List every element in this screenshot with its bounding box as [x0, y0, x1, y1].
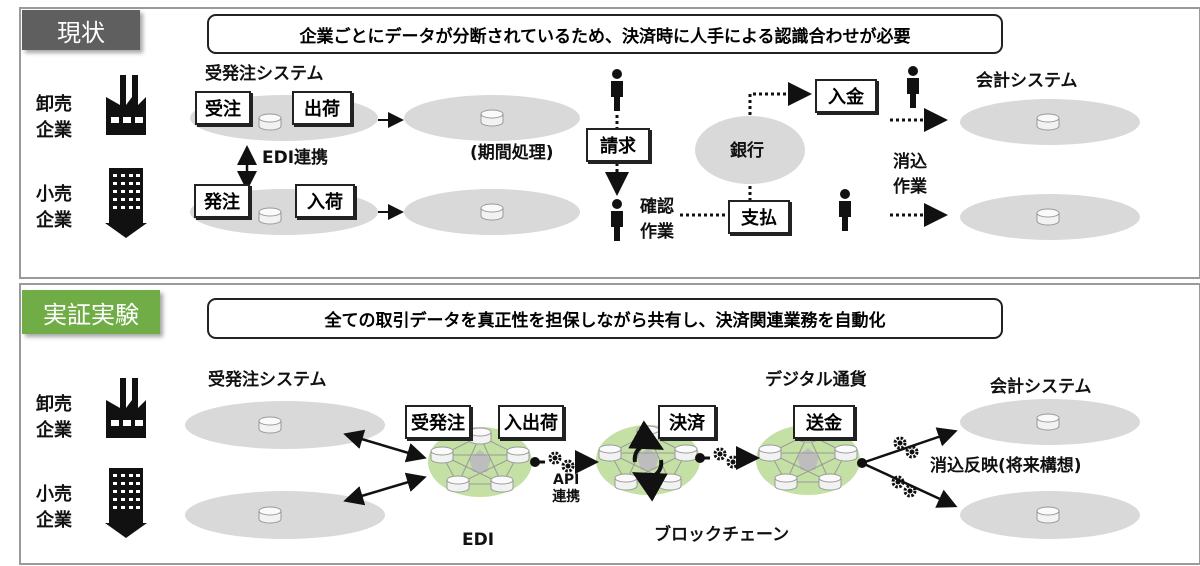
factory-icon	[106, 378, 146, 438]
order-system-label: 受発注システム	[208, 370, 327, 390]
tag-shipping: 入出荷	[498, 405, 564, 439]
bank-node	[695, 116, 805, 184]
experiment-badge: 実証実験	[22, 290, 160, 334]
tag-arrival: 入荷	[295, 184, 355, 218]
retail-label: 小売企業	[36, 484, 72, 532]
reconcile-future-label: 消込反映(将来構想)	[930, 456, 1082, 476]
digital-currency-label: デジタル通貨	[765, 370, 867, 390]
experiment-headline: 全ての取引データを真正性を担保しながら共有し、決済関連業務を自動化	[207, 298, 1003, 339]
tag-receive-order: 受注	[195, 91, 251, 125]
tag-invoice: 請求	[586, 128, 650, 162]
api-link-label: API連携	[552, 472, 581, 505]
edi-link-label: EDI連携	[262, 148, 329, 168]
reconcile-work-label: 消込作業	[893, 152, 927, 197]
wholesale-label: 卸売企業	[36, 394, 72, 442]
tag-ship: 出荷	[292, 91, 352, 125]
tag-orders: 受発注	[405, 405, 471, 439]
wholesale-label: 卸売企業	[36, 94, 72, 142]
blockchain-label: ブロックチェーン	[654, 525, 790, 545]
accounting-system-label: 会計システム	[976, 71, 1078, 91]
tag-payment: 支払	[728, 200, 790, 234]
tag-deposit: 入金	[815, 79, 877, 113]
tag-place-order: 発注	[194, 184, 250, 218]
retail-label: 小売企業	[36, 184, 72, 232]
gear-icon	[548, 451, 575, 473]
edi-label: EDI	[462, 530, 495, 550]
confirm-work-label: 確認作業	[640, 197, 674, 242]
building-icon	[105, 168, 147, 238]
gear-icon	[713, 447, 740, 469]
bank-label: 銀行	[730, 141, 764, 161]
tag-remittance: 送金	[793, 405, 855, 439]
factory-icon	[106, 75, 146, 135]
building-icon	[105, 468, 147, 538]
sync-icon	[628, 420, 668, 502]
current-badge: 現状	[22, 10, 140, 50]
period-processing-label: (期間処理)	[470, 143, 554, 163]
tag-settlement: 決済	[658, 405, 716, 439]
accounting-system-label: 会計システム	[990, 377, 1092, 397]
order-system-label: 受発注システム	[205, 64, 324, 84]
current-headline: 企業ごとにデータが分断されているため、決済時に人手による認識合わせが必要	[207, 14, 1003, 54]
